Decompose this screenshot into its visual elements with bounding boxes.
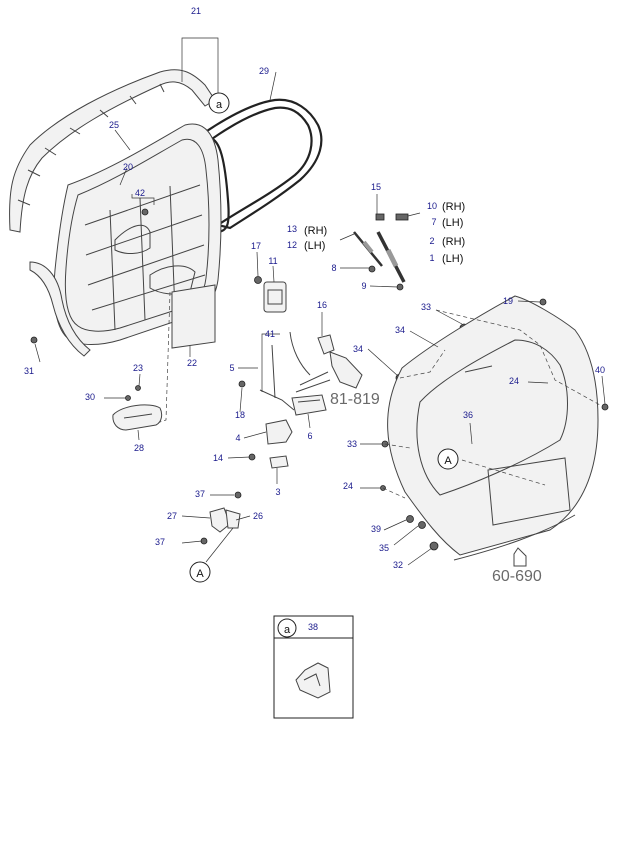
callout-19: 19 [503,296,513,306]
callout-2: 2 [429,236,434,246]
callout-13: 13 [287,224,297,234]
door-trim-panel [53,123,222,345]
circle-markers: a A A a [189,92,459,638]
callout-40: 40 [595,365,605,375]
callout-30: 30 [85,392,95,402]
callout-9: 9 [361,281,366,291]
callout-18: 18 [235,410,245,420]
label-lh-12: (LH) [304,240,325,252]
side-labels: (RH) (LH) (RH) (LH) (RH) (LH) [304,201,465,265]
callout-36: 36 [463,410,473,420]
callout-33-mid: 33 [347,439,357,449]
callout-17: 17 [251,241,261,251]
callout-1: 1 [429,253,434,263]
lock-module [265,419,293,445]
callout-33-top: 33 [421,302,431,312]
marker-A-gate: A [444,455,452,467]
callout-21: 21 [191,6,201,16]
reference-60-690: 60-690 [492,568,542,585]
callout-27: 27 [167,511,177,521]
callout-15: 15 [371,182,381,192]
callout-24-right: 24 [509,376,519,386]
side-trim-piece [29,261,91,357]
marker-a-detail: a [284,624,291,636]
callout-34-lower: 34 [353,344,363,354]
callout-11: 11 [268,256,277,266]
callout-6: 6 [307,431,312,441]
callout-7: 7 [431,217,436,227]
marker-a-top: a [216,99,223,111]
callout-8: 8 [331,263,336,273]
marker-A-left: A [196,568,204,580]
weatherstrip-outer [163,98,323,230]
dashed-reference-lines [159,291,601,499]
trim-panel-insert [171,284,216,349]
callout-23: 23 [133,363,143,373]
lift-bracket [317,334,335,355]
striker [269,455,289,469]
callout-41: 41 [265,329,275,339]
callout-10: 10 [427,201,437,211]
callout-16: 16 [317,300,327,310]
pointer-hand-icon [513,547,527,567]
callout-39: 39 [371,524,381,534]
label-rh-13: (RH) [304,225,327,237]
callout-labels: 21 29 25 20 42 15 10 7 13 12 2 1 8 9 17 … [24,6,605,632]
leader-lines [34,37,606,566]
callout-32: 32 [393,560,403,570]
callout-31: 31 [24,366,34,376]
callout-25: 25 [109,120,119,130]
callout-20: 20 [123,162,133,172]
tailgate-latch [291,394,327,416]
gas-struts [353,231,406,283]
handle-switch-assembly [329,351,363,389]
callout-24-left: 24 [343,481,353,491]
label-lh-1: (LH) [442,253,463,265]
callout-37-upper: 37 [195,489,205,499]
callout-34-upper: 34 [395,325,405,335]
callout-42: 42 [135,188,145,198]
callout-5: 5 [229,363,234,373]
callout-4: 4 [235,433,240,443]
callout-26: 26 [253,511,263,521]
reference-81-819: 81-819 [330,391,380,408]
tailgate-outer-panel [387,295,599,561]
callout-38: 38 [308,622,318,632]
callout-22: 22 [187,358,197,368]
label-lh-7: (LH) [442,217,463,229]
tailgate-handle [112,404,163,431]
callout-28: 28 [134,443,144,453]
latch-rods [259,331,331,411]
hinge-assembly [209,507,241,533]
callout-29: 29 [259,66,269,76]
label-rh-10: (RH) [442,201,465,213]
callout-3: 3 [275,487,280,497]
callout-12: 12 [287,240,297,250]
latch-actuator [263,281,287,313]
callout-14: 14 [213,453,223,463]
label-rh-2: (RH) [442,236,465,248]
callout-35: 35 [379,543,389,553]
callout-37-lower: 37 [155,537,165,547]
